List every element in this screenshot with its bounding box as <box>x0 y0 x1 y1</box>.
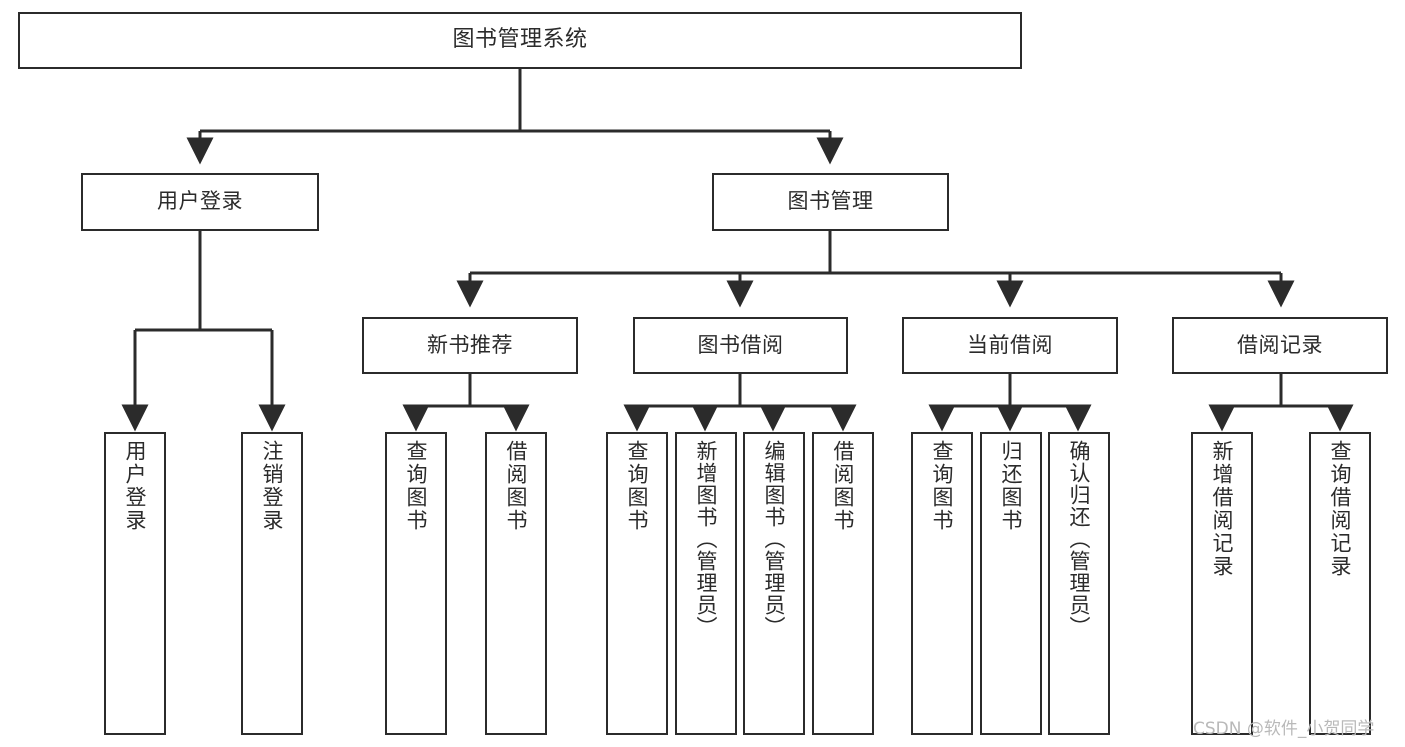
node-root-book-management-system[interactable]: 图书管理系统 <box>18 12 1022 69</box>
leaf-add-borrow-record[interactable]: 新增借阅记录 <box>1191 432 1253 735</box>
leaf-borrow-book-2[interactable]: 借阅图书 <box>812 432 874 735</box>
node-user-login[interactable]: 用户登录 <box>81 173 319 231</box>
node-label: 用户登录 <box>123 440 148 532</box>
leaf-confirm-return-admin[interactable]: 确认归还（管理员） <box>1048 432 1110 735</box>
node-label: 用户登录 <box>157 189 243 214</box>
leaf-query-book-1[interactable]: 查询图书 <box>385 432 447 735</box>
node-label: 注销登录 <box>260 440 285 532</box>
leaf-return-book[interactable]: 归还图书 <box>980 432 1042 735</box>
node-label: 确认归还（管理员） <box>1067 440 1092 638</box>
node-label: 借阅图书 <box>504 440 529 532</box>
leaf-query-borrow-record[interactable]: 查询借阅记录 <box>1309 432 1371 735</box>
node-book-borrowing[interactable]: 图书借阅 <box>633 317 848 374</box>
leaf-query-book-3[interactable]: 查询图书 <box>911 432 973 735</box>
leaf-query-book-2[interactable]: 查询图书 <box>606 432 668 735</box>
leaf-logout[interactable]: 注销登录 <box>241 432 303 735</box>
node-label: 当前借阅 <box>967 332 1053 357</box>
node-label: 新增借阅记录 <box>1210 440 1235 578</box>
leaf-add-book-admin[interactable]: 新增图书（管理员） <box>675 432 737 735</box>
node-label: 归还图书 <box>999 440 1024 532</box>
node-label: 图书管理系统 <box>452 27 588 53</box>
node-label: 查询借阅记录 <box>1328 440 1353 578</box>
node-label: 借阅图书 <box>831 440 856 532</box>
node-current-borrowing[interactable]: 当前借阅 <box>902 317 1118 374</box>
node-label: 新书推荐 <box>427 332 513 357</box>
node-book-management[interactable]: 图书管理 <box>712 173 949 231</box>
leaf-borrow-book-1[interactable]: 借阅图书 <box>485 432 547 735</box>
leaf-user-login[interactable]: 用户登录 <box>104 432 166 735</box>
node-label: 查询图书 <box>930 440 955 532</box>
node-new-book-recommendation[interactable]: 新书推荐 <box>362 317 578 374</box>
node-label: 借阅记录 <box>1237 332 1323 357</box>
node-borrowing-record[interactable]: 借阅记录 <box>1172 317 1388 374</box>
watermark-text: CSDN @软件_小贺同学 <box>1193 719 1375 739</box>
node-label: 查询图书 <box>404 440 429 532</box>
leaf-edit-book-admin[interactable]: 编辑图书（管理员） <box>743 432 805 735</box>
node-label: 新增图书（管理员） <box>694 440 719 638</box>
node-label: 编辑图书（管理员） <box>762 440 787 638</box>
node-label: 查询图书 <box>625 440 650 532</box>
node-label: 图书借阅 <box>697 332 784 357</box>
node-label: 图书管理 <box>787 189 874 214</box>
